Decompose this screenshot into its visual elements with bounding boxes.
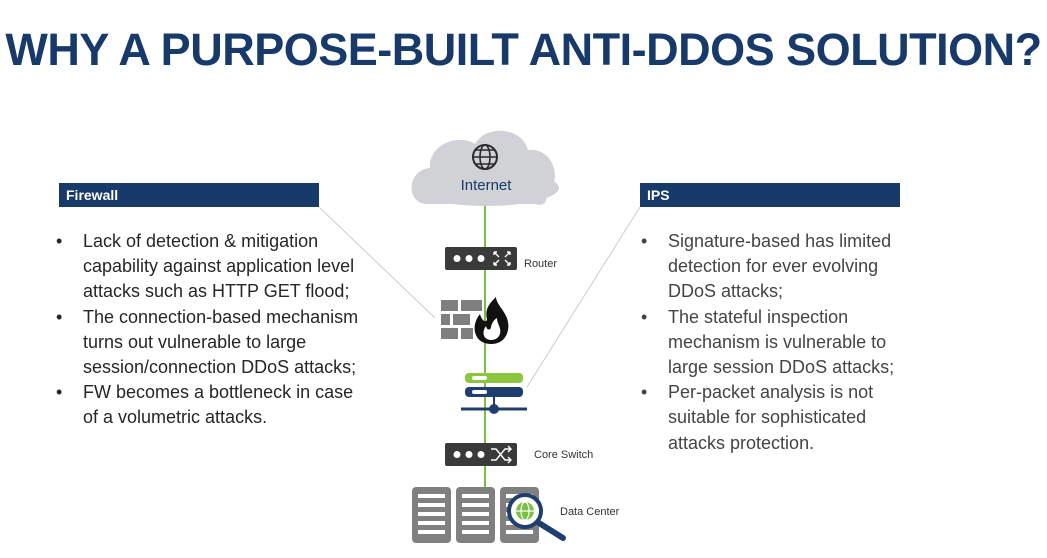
magnifier-globe-icon <box>507 493 566 541</box>
ips-bullet: Per-packet analysis is not suitable for … <box>641 380 916 456</box>
page-title: WHY A PURPOSE-BUILT ANTI-DDOS SOLUTION? <box>5 24 1042 75</box>
ips-callout-line <box>526 206 641 388</box>
firewall-bullet: The connection-based mechanism turns out… <box>56 305 361 381</box>
firewall-bullet: FW becomes a bottleneck in case of a vol… <box>56 380 361 430</box>
core-switch-icon <box>445 443 517 466</box>
data-center-label: Data Center <box>560 506 620 518</box>
globe-icon <box>472 144 498 170</box>
firewall-callout-line <box>318 206 436 319</box>
ips-bullet: The stateful inspection mechanism is vul… <box>641 305 916 381</box>
ips-heading: IPS <box>640 183 900 207</box>
internet-label: Internet <box>461 177 513 194</box>
router-label: Router <box>524 258 557 270</box>
firewall-bullet-list: Lack of detection & mitigation capabilit… <box>56 229 361 431</box>
ips-bullet: Signature-based has limited detection fo… <box>641 229 916 305</box>
ips-bullet-list: Signature-based has limited detection fo… <box>641 229 916 456</box>
firewall-icon <box>441 297 509 344</box>
core-switch-label: Core Switch <box>534 449 593 461</box>
firewall-heading: Firewall <box>59 183 319 207</box>
router-icon <box>445 247 517 270</box>
firewall-bullet: Lack of detection & mitigation capabilit… <box>56 229 361 305</box>
server-rack-icon <box>412 487 451 543</box>
server-rack-icon <box>456 487 495 543</box>
ips-icon <box>461 373 527 414</box>
